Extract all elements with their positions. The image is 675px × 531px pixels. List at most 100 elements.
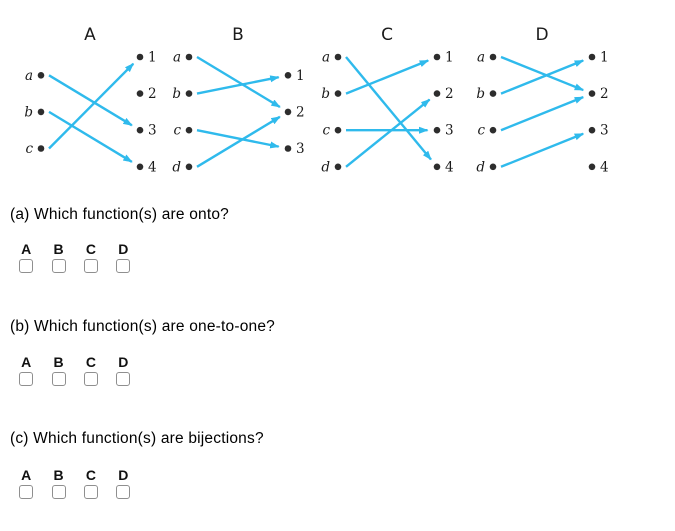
domain-label-b: b — [24, 104, 33, 120]
codomain-label-3: 3 — [148, 123, 157, 139]
option-a-B: B — [42, 241, 74, 273]
mapping-arrow-d-to-2 — [196, 115, 281, 168]
codomain-dot-2 — [284, 108, 292, 116]
option-label: D — [118, 354, 129, 370]
diagram-title: D — [535, 25, 548, 45]
question-a-text: (a) Which function(s) are onto? — [10, 206, 229, 223]
domain-dot-c — [334, 126, 342, 134]
codomain-dot-1 — [588, 53, 596, 61]
mapping-arrow-a-to-4 — [345, 56, 432, 161]
codomain-dot-4 — [136, 163, 144, 171]
domain-dot-c — [489, 126, 497, 134]
checkbox-c-C[interactable] — [83, 485, 98, 499]
checkbox-a-D[interactable] — [116, 259, 131, 273]
domain-dot-b — [334, 90, 342, 97]
domain-dot-b — [37, 108, 45, 116]
option-label: B — [53, 467, 64, 483]
codomain-dot-2 — [588, 90, 596, 97]
domain-dot-b — [489, 90, 497, 97]
checkbox-c-A[interactable] — [19, 485, 34, 499]
mapping-arrow-c-to-3 — [196, 129, 280, 149]
option-b-A: A — [10, 354, 42, 386]
mapping-arrow-d-to-3 — [500, 132, 585, 168]
checkbox-a-C[interactable] — [83, 259, 98, 273]
domain-label-c: c — [173, 123, 181, 139]
codomain-dot-3 — [284, 145, 292, 152]
option-c-C: C — [75, 467, 107, 499]
codomain-dot-4 — [588, 163, 596, 171]
mapping-arrow-a-to-2 — [196, 55, 281, 109]
diagram-title: B — [232, 25, 244, 45]
mapping-arrow-b-to-1 — [196, 75, 280, 95]
checkbox-a-B[interactable] — [51, 259, 66, 273]
codomain-label-2: 2 — [600, 86, 609, 102]
domain-dot-d — [185, 163, 193, 171]
function-diagram-C: Ca b c d 1 2 3 4 — [321, 25, 454, 175]
domain-dot-a — [185, 53, 193, 61]
checkbox-b-A[interactable] — [19, 372, 34, 386]
option-b-D: D — [107, 354, 139, 386]
option-b-C: C — [75, 354, 107, 386]
codomain-label-1: 1 — [445, 50, 454, 66]
codomain-label-4: 4 — [445, 159, 454, 175]
domain-label-b: b — [172, 86, 181, 102]
diagram-title: C — [381, 25, 393, 45]
checkbox-c-B[interactable] — [51, 485, 66, 499]
option-b-B: B — [42, 354, 74, 386]
domain-label-d: d — [321, 159, 330, 175]
codomain-dot-3 — [136, 126, 144, 134]
codomain-label-3: 3 — [445, 123, 454, 139]
mapping-arrow-c-to-1 — [48, 62, 135, 150]
domain-dot-d — [334, 163, 342, 171]
option-label: B — [53, 354, 64, 370]
checkbox-a-A[interactable] — [19, 259, 34, 273]
checkbox-b-C[interactable] — [83, 372, 98, 386]
domain-dot-c — [185, 126, 193, 134]
option-a-D: D — [107, 241, 139, 273]
domain-dot-b — [185, 90, 193, 97]
codomain-dot-1 — [136, 53, 144, 61]
checkbox-b-D[interactable] — [116, 372, 131, 386]
question-b-options: A B C D — [10, 354, 140, 386]
domain-dot-d — [489, 163, 497, 171]
question-b-text: (b) Which function(s) are one-to-one? — [10, 318, 275, 335]
codomain-dot-1 — [284, 72, 292, 79]
option-label: B — [53, 241, 64, 257]
domain-label-b: b — [321, 86, 330, 102]
option-label: D — [118, 467, 129, 483]
codomain-label-2: 2 — [148, 86, 157, 102]
codomain-dot-1 — [433, 53, 441, 61]
domain-label-d: d — [476, 159, 485, 175]
codomain-dot-4 — [433, 163, 441, 171]
domain-label-a: a — [477, 50, 485, 66]
checkbox-c-D[interactable] — [116, 485, 131, 499]
question-c-text: (c) Which function(s) are bijections? — [10, 430, 264, 447]
codomain-label-3: 3 — [296, 141, 305, 157]
diagram-title: A — [84, 25, 96, 45]
mapping-arrow-d-to-2 — [345, 98, 431, 168]
question-a-options: A B C D — [10, 241, 140, 273]
option-label: C — [85, 354, 97, 370]
domain-label-c: c — [322, 123, 330, 139]
domain-dot-a — [37, 72, 45, 79]
codomain-label-3: 3 — [600, 123, 609, 139]
domain-label-a: a — [173, 50, 181, 66]
option-label: A — [21, 467, 32, 483]
mapping-arrow-b-to-1 — [345, 59, 430, 95]
checkbox-b-B[interactable] — [51, 372, 66, 386]
codomain-label-2: 2 — [445, 86, 454, 102]
domain-dot-a — [489, 53, 497, 61]
domain-label-c: c — [25, 141, 33, 157]
option-c-A: A — [10, 467, 42, 499]
domain-label-a: a — [322, 50, 330, 66]
domain-dot-a — [334, 53, 342, 61]
option-label: C — [85, 467, 97, 483]
option-label: A — [21, 241, 32, 257]
option-label: A — [21, 354, 32, 370]
domain-label-d: d — [172, 159, 181, 175]
codomain-label-1: 1 — [296, 68, 305, 84]
question-c-options: A B C D — [10, 467, 140, 499]
codomain-dot-2 — [433, 90, 441, 97]
